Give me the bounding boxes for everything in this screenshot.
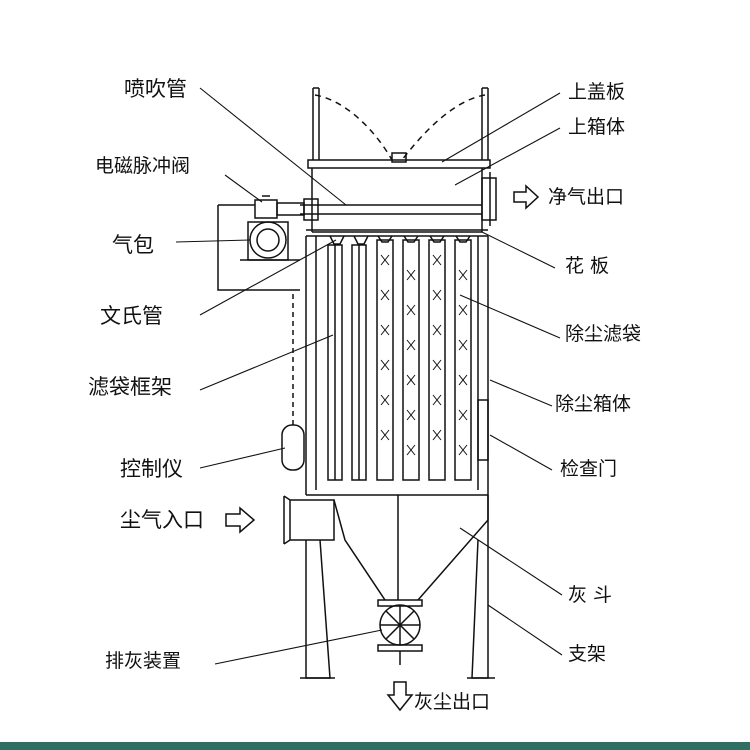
blow-pipe	[300, 198, 482, 221]
label-ash-hopper: 灰 斗	[568, 584, 612, 606]
air-bag-tank	[240, 221, 300, 261]
label-tube-sheet: 花 板	[565, 255, 609, 277]
label-upper-box: 上箱体	[568, 116, 625, 138]
open-cover-dashed	[314, 94, 486, 161]
inspection-door	[477, 399, 489, 461]
filter-cages	[327, 244, 367, 481]
label-blow-pipe: 喷吹管	[124, 77, 187, 101]
label-dust-box: 除尘箱体	[555, 393, 631, 415]
label-discharge-device: 排灰装置	[105, 650, 181, 672]
label-support: 支架	[568, 643, 606, 665]
top-cover-plate	[307, 159, 491, 169]
label-clean-outlet: 净气出口	[548, 186, 624, 208]
pulse-valve	[254, 195, 305, 219]
tube-sheet	[306, 229, 488, 237]
bottom-color-strip	[0, 742, 750, 750]
arrow-dust-inlet	[225, 506, 256, 534]
clean-outlet-flange	[481, 172, 497, 226]
label-top-cover: 上盖板	[568, 81, 625, 103]
dust-box	[305, 236, 489, 495]
venturi-tubes	[329, 235, 471, 245]
label-controller: 控制仪	[120, 457, 183, 481]
leader-lines	[175, 87, 563, 665]
label-ash-outlet: 灰尘出口	[414, 691, 490, 713]
label-bag-cage: 滤袋框架	[88, 375, 172, 399]
arrow-clean-outlet	[513, 184, 540, 210]
cover-hinge-posts	[312, 87, 489, 160]
arrow-ash-outlet	[386, 681, 414, 712]
filter-bag-pattern	[380, 254, 468, 456]
label-air-bag: 气包	[112, 233, 154, 257]
label-inspection-door: 检查门	[560, 458, 617, 480]
rotary-valve	[377, 599, 423, 665]
label-dust-inlet: 尘气入口	[120, 508, 204, 532]
support-legs	[300, 495, 495, 679]
upper-box	[311, 168, 483, 233]
label-solenoid-valve: 电磁脉冲阀	[95, 155, 190, 177]
cover-handle	[391, 152, 407, 163]
label-filter-bag: 除尘滤袋	[565, 323, 641, 345]
label-venturi: 文氏管	[100, 304, 163, 328]
dust-inlet-duct	[283, 495, 335, 545]
filter-bags	[376, 239, 472, 481]
side-bracket	[217, 205, 300, 291]
controller-unit	[281, 290, 305, 471]
